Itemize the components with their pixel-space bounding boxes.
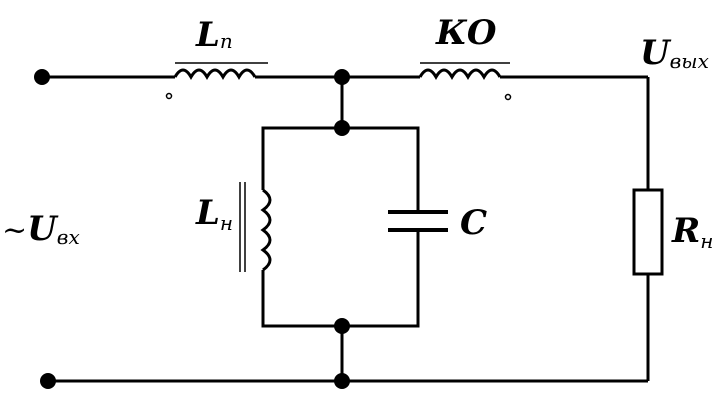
input-terminal-bottom xyxy=(40,373,56,389)
tank-right-branch xyxy=(342,126,420,212)
inductor-lp xyxy=(165,62,268,100)
label-rn: Rн xyxy=(671,211,713,253)
inductor-ln xyxy=(239,182,272,272)
resistor-rn xyxy=(632,188,664,276)
junction-bottom xyxy=(334,373,350,389)
label-lp: Lп xyxy=(195,15,233,55)
label-uout: Uвых xyxy=(640,33,709,73)
junction-tank-top xyxy=(334,120,350,136)
label-c: C xyxy=(460,203,487,243)
junction-top xyxy=(334,69,350,85)
label-uin: ~Uвх xyxy=(2,209,80,249)
tank-right-branch-lower xyxy=(342,230,420,328)
label-ln: Lн xyxy=(195,193,233,235)
junction-tank-bottom xyxy=(334,318,350,334)
label-ko: КО xyxy=(435,13,497,53)
tank-left-branch xyxy=(261,126,342,190)
input-terminal-top xyxy=(34,69,50,85)
tank-left-branch-lower xyxy=(261,270,342,328)
capacitor-c xyxy=(388,210,448,232)
inductor-ko xyxy=(418,62,512,101)
